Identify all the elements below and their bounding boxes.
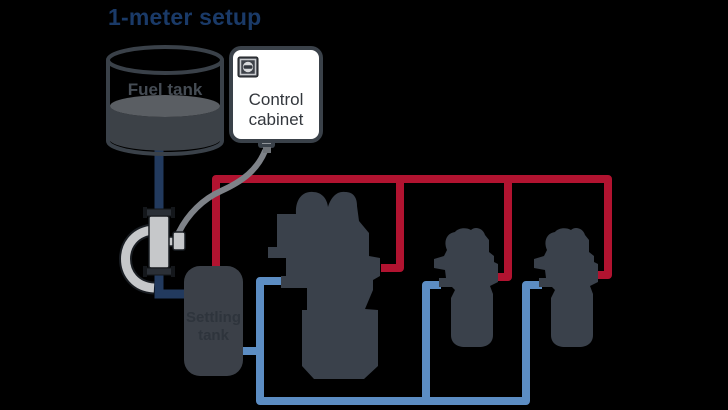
- coriolis-flow-meter-icon: [119, 207, 186, 295]
- return-pipe-main: [256, 277, 542, 405]
- fuel-level-body: [110, 106, 220, 151]
- meter-bolt: [171, 207, 175, 218]
- meter-flange-top: [144, 208, 174, 217]
- settling-tank: Settling tank: [184, 266, 243, 376]
- control-cabinet: Control cabinet: [229, 46, 323, 153]
- control-cabinet-label-line1: Control: [249, 90, 304, 109]
- supply-pipe-branch-aux-engine-1: [494, 179, 512, 281]
- fuel-surface: [110, 95, 220, 117]
- auxiliary-engine-2-silhouette: [534, 227, 598, 347]
- auxiliary-engine-1-silhouette: [434, 227, 498, 347]
- page-title: 1-meter setup: [108, 4, 261, 30]
- fuel-tank-label: Fuel tank: [128, 80, 203, 99]
- meter-bolt: [171, 266, 175, 277]
- fuel-tank-bottom: [106, 140, 224, 156]
- settling-tank-label-line1: Settling: [186, 309, 241, 326]
- supply-pipe-branch-main-engine: [381, 179, 404, 272]
- meter-transmitter: [172, 231, 186, 251]
- meter-bolt: [143, 266, 147, 277]
- return-pipe-branch-aux-engine-1: [422, 281, 441, 401]
- fuel-tank-rim: [106, 45, 224, 75]
- cabinet-cable-stub: [263, 147, 271, 153]
- supply-pipe-main: [212, 175, 612, 279]
- meter-flange-bottom: [144, 267, 174, 276]
- fuel-tank: Fuel tank: [106, 45, 224, 156]
- control-cabinet-label-line2: cabinet: [249, 110, 304, 129]
- settling-tank-body: [184, 266, 243, 376]
- meter-loop-tube: [121, 225, 155, 293]
- meter-body: [148, 215, 170, 269]
- main-engine-silhouette: [268, 191, 380, 379]
- feed-pipe: [154, 148, 188, 299]
- meter-bolt: [143, 207, 147, 218]
- dial-knob-icon: [237, 56, 259, 78]
- signal-cable: [176, 148, 268, 235]
- settling-tank-label-line2: tank: [198, 327, 230, 344]
